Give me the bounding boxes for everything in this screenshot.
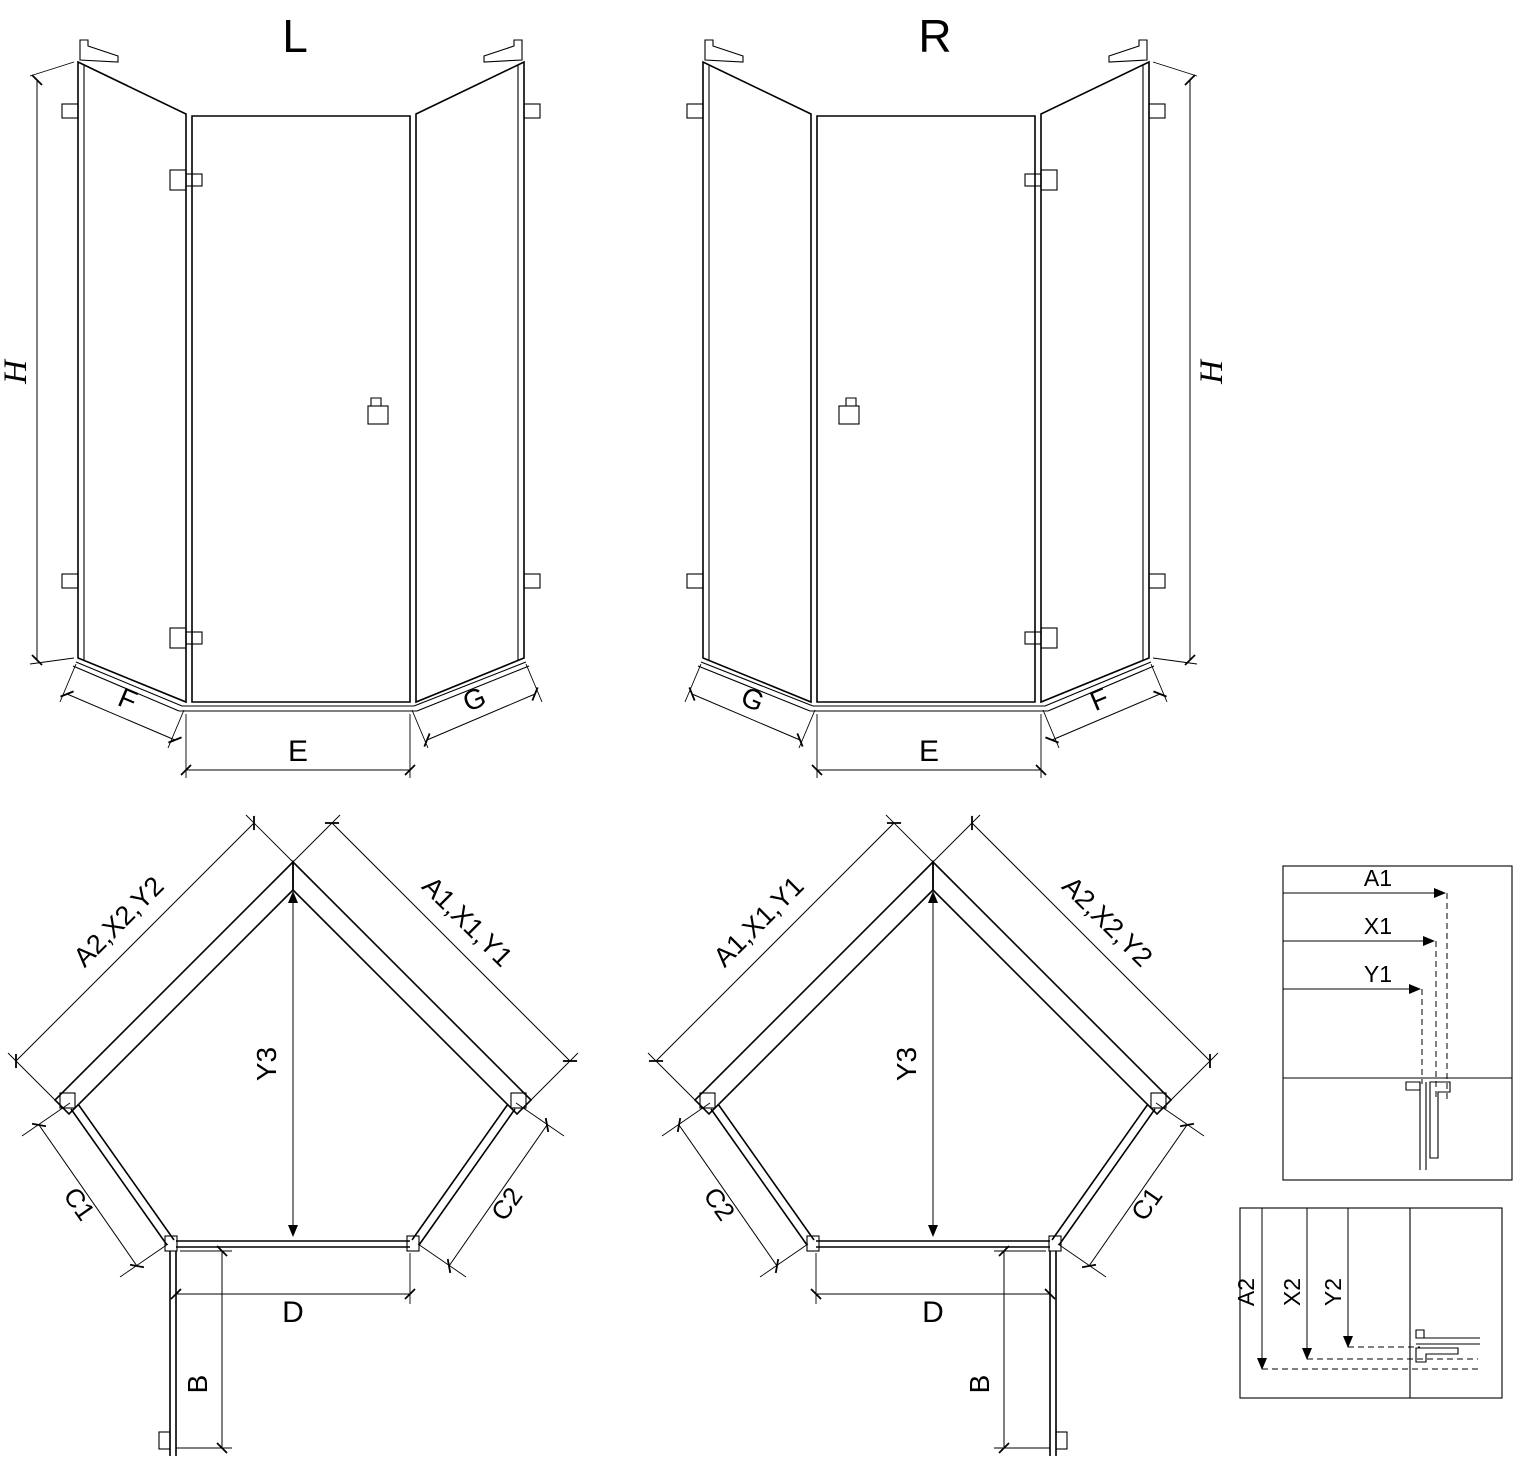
dim-label-c2-r: C2 bbox=[698, 1182, 742, 1226]
detail-vertical: A2 X2 Y2 bbox=[1233, 1207, 1503, 1399]
elevation-left: L H F E G bbox=[0, 10, 542, 778]
dim-label-c1-r: C1 bbox=[1125, 1182, 1169, 1226]
detail-horizontal-frame bbox=[1282, 865, 1513, 1181]
dim-label-height-right: H bbox=[1194, 358, 1230, 385]
glass-wall-profile-section bbox=[1405, 1081, 1451, 1170]
detail-dim-y2: Y2 bbox=[1320, 1278, 1346, 1306]
elevation-right: R H G E F bbox=[685, 10, 1230, 778]
detail-vertical-frame bbox=[1239, 1207, 1503, 1399]
dim-label-height-left: H bbox=[0, 358, 34, 385]
plan-right: A1,X1,Y1 A2,X2,Y2 Y3 C2 C1 D B bbox=[648, 815, 1218, 1456]
dim-label-g-left: G bbox=[458, 681, 490, 718]
detail-dim-a1: A1 bbox=[1364, 865, 1392, 891]
dim-label-g-right: G bbox=[737, 681, 769, 718]
dim-label-c2-l: C2 bbox=[485, 1182, 529, 1226]
elevation-left-geometry bbox=[30, 40, 542, 778]
dim-label-d-l: D bbox=[282, 1296, 304, 1329]
variant-label-left: L bbox=[282, 10, 308, 62]
elevation-right-geometry bbox=[685, 40, 1197, 778]
dim-label-e-right: E bbox=[919, 735, 939, 768]
detail-dim-y1: Y1 bbox=[1364, 961, 1392, 987]
detail-dim-a2: A2 bbox=[1233, 1278, 1259, 1306]
dim-label-b-l: B bbox=[182, 1375, 213, 1394]
dim-label-e-left: E bbox=[288, 735, 308, 768]
dim-label-b-r: B bbox=[964, 1375, 995, 1394]
dim-label-wall-upper-left-r: A1,X1,Y1 bbox=[708, 871, 810, 973]
variant-label-right: R bbox=[918, 10, 951, 62]
detail-dim-x1: X1 bbox=[1364, 913, 1392, 939]
plan-left-geometry bbox=[8, 815, 578, 1456]
dim-label-f-left: F bbox=[114, 682, 142, 717]
glass-wall-profile-section-rotated bbox=[1415, 1329, 1480, 1363]
detail-dim-x2: X2 bbox=[1279, 1278, 1305, 1306]
dim-label-y3-l: Y3 bbox=[251, 1047, 282, 1081]
plan-right-geometry bbox=[648, 815, 1218, 1456]
dim-label-f-right: F bbox=[1085, 682, 1113, 717]
dim-label-wall-upper-right-l: A1,X1,Y1 bbox=[416, 871, 518, 973]
detail-horizontal: A1 X1 Y1 bbox=[1282, 865, 1513, 1181]
dim-label-wall-upper-left-l: A2,X2,Y2 bbox=[68, 871, 170, 973]
dim-label-d-r: D bbox=[922, 1296, 944, 1329]
dim-label-c1-l: C1 bbox=[58, 1182, 102, 1226]
dim-label-y3-r: Y3 bbox=[891, 1047, 922, 1081]
plan-left: A2,X2,Y2 A1,X1,Y1 Y3 C1 C2 D B bbox=[8, 815, 578, 1456]
dim-label-wall-upper-right-r: A2,X2,Y2 bbox=[1056, 871, 1158, 973]
